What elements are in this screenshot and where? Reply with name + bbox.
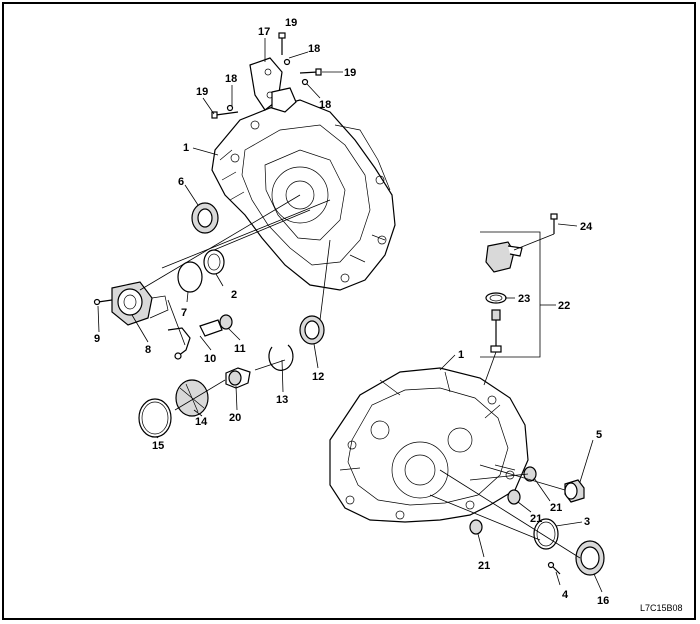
bolts-top: [211, 32, 322, 119]
callout-21-c: 21: [478, 560, 490, 572]
callout-21-a: 21: [550, 502, 562, 514]
callout-4: 4: [562, 589, 569, 601]
callout-13: 13: [276, 394, 288, 406]
callout-20: 20: [229, 412, 241, 424]
callout-11: 11: [234, 343, 246, 355]
callout-19-a: 19: [285, 17, 297, 29]
callout-22: 22: [558, 300, 570, 312]
connector-11: [199, 314, 233, 337]
snap-ring-13: [268, 344, 294, 371]
callout-8: 8: [145, 344, 151, 356]
alignment-lines-upper: [139, 194, 331, 411]
callout-1-top: 1: [183, 142, 189, 154]
ring-3: [533, 518, 559, 550]
callout-14: 14: [195, 416, 208, 428]
shift-bracket: [249, 57, 297, 113]
callout-15: 15: [152, 440, 164, 452]
o-ring-7: [177, 261, 203, 293]
callout-18-c: 18: [319, 99, 331, 111]
callout-18-b: 18: [225, 73, 237, 85]
callout-17: 17: [258, 26, 270, 38]
callout-21-b: 21: [530, 513, 542, 525]
callout-3: 3: [584, 516, 590, 528]
callout-7: 7: [181, 307, 187, 319]
oil-seal-6: [191, 202, 219, 234]
callout-16: 16: [597, 595, 609, 607]
callout-labels: 1 6 2 7 8 9 10 11 12 13 20 14 15 17 19 1…: [94, 17, 609, 607]
figure-code: L7C15B08: [640, 603, 683, 613]
callout-2: 2: [231, 289, 237, 301]
callout-6: 6: [178, 176, 184, 188]
release-bearing-8: [111, 281, 169, 326]
callout-19-c: 19: [196, 86, 208, 98]
bearing-race-16: [575, 540, 605, 576]
callout-18-a: 18: [308, 43, 320, 55]
seal-12: [299, 315, 325, 345]
callout-12: 12: [312, 371, 324, 383]
callout-1-bottom: 1: [458, 349, 464, 361]
callout-23: 23: [518, 293, 530, 305]
callout-10: 10: [204, 353, 216, 365]
upper-case-housing: [211, 99, 396, 291]
callout-24: 24: [580, 221, 593, 233]
callout-9: 9: [94, 333, 100, 345]
bolt-9: [93, 298, 113, 306]
ring-2: [203, 249, 225, 275]
callout-19-b: 19: [344, 67, 356, 79]
ring-15: [138, 398, 172, 438]
seals-21: [469, 466, 537, 535]
callout-bracket-22: [480, 231, 556, 358]
bolt-4: [547, 561, 561, 575]
shaft-20: [225, 367, 251, 389]
pipe-10: [167, 327, 191, 360]
callout-5: 5: [596, 429, 602, 441]
plug-5: [564, 479, 585, 503]
leader-lines: [97, 38, 603, 593]
baffle-14: [175, 379, 209, 417]
lower-case-housing: [329, 367, 529, 523]
alignment-lines-lower: [429, 464, 581, 559]
